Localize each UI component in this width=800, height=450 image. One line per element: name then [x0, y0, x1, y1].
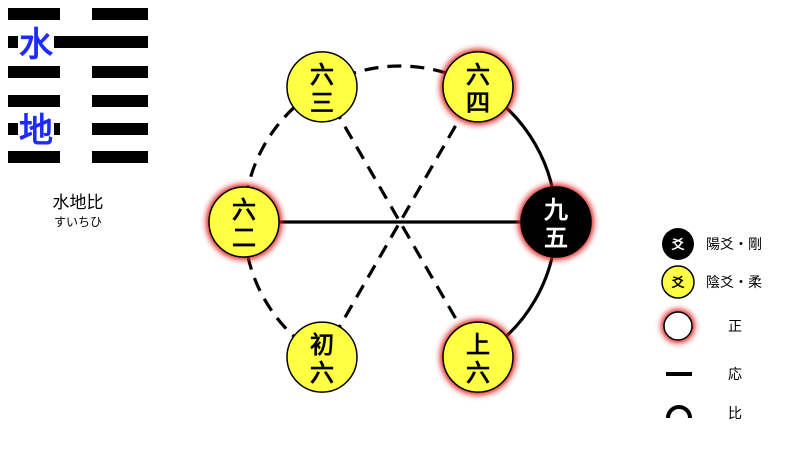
legend-yin-symbol: 爻 [670, 275, 685, 291]
node-label-bottom: 二 [232, 224, 256, 252]
hexagram-name: 水地比 [53, 193, 104, 213]
legend-adjacent-label: 比 [728, 406, 742, 422]
node-circle [286, 51, 358, 123]
hexagram-bar-1-right [92, 151, 148, 163]
node-label-bottom: 五 [544, 224, 568, 252]
legend-yin-marker [661, 265, 695, 299]
correspondence-line-line-1-line-4 [320, 86, 480, 358]
node-label-top: 初 [310, 331, 334, 359]
node-circle [286, 321, 358, 393]
hexagram-bar-6-right [92, 8, 148, 20]
node-line-5: 九五 [518, 184, 594, 260]
node-label-bottom: 六 [310, 359, 334, 387]
node-line-3: 六三 [286, 51, 358, 123]
hexagram-bar-2-right [92, 123, 148, 135]
legend-yang-symbol: 爻 [670, 237, 685, 253]
correspondence-line-line-3-line-6 [320, 86, 480, 358]
hexagram-reading: すいちひ [54, 215, 102, 229]
node-circle [208, 186, 280, 258]
node-label-bottom: 六 [466, 359, 490, 387]
node-label-top: 六 [232, 196, 256, 224]
node-label-top: 上 [466, 331, 490, 359]
lower-trigram-char: 地 [19, 111, 53, 151]
hexagram-bars: 水 地 [8, 8, 148, 163]
hexagram-bar-1-left [8, 151, 60, 163]
legend: 爻 陽爻・剛 爻 陰爻・柔 正 応 比 [661, 228, 762, 422]
node-line-1: 初六 [286, 321, 358, 393]
node-circle [442, 51, 514, 123]
legend-correct-marker [663, 311, 693, 341]
legend-response-label: 応 [728, 367, 742, 383]
node-circle [442, 321, 514, 393]
legend-yang-marker [662, 228, 694, 260]
lower-trigram-backing [18, 108, 54, 150]
legend-adjacent-marker [666, 405, 692, 419]
node-line-4: 六四 [440, 48, 516, 125]
legend-correct-label: 正 [728, 319, 742, 335]
node-line-2: 六二 [206, 184, 282, 260]
hexagram-bar-6-left [8, 8, 60, 20]
hexagram-bar-4-left [8, 66, 60, 78]
node-label-top: 六 [466, 61, 490, 89]
hexagram-bar-3-left [8, 95, 60, 107]
hexagram-bar-3-right [92, 95, 148, 107]
legend-yang-label: 陽爻・剛 [706, 237, 762, 253]
node-line-6: 上六 [440, 319, 516, 396]
connections [242, 64, 558, 359]
node-label-bottom: 四 [466, 89, 490, 117]
upper-trigram-char: 水 [19, 25, 54, 65]
node-circle [520, 186, 592, 258]
upper-trigram-backing [18, 22, 54, 64]
node-label-top: 六 [310, 61, 334, 89]
node-label-top: 九 [543, 196, 568, 224]
node-label-bottom: 三 [310, 89, 334, 117]
hexagram-bar-4-right [92, 66, 148, 78]
legend-yin-label: 陰爻・柔 [706, 275, 762, 291]
